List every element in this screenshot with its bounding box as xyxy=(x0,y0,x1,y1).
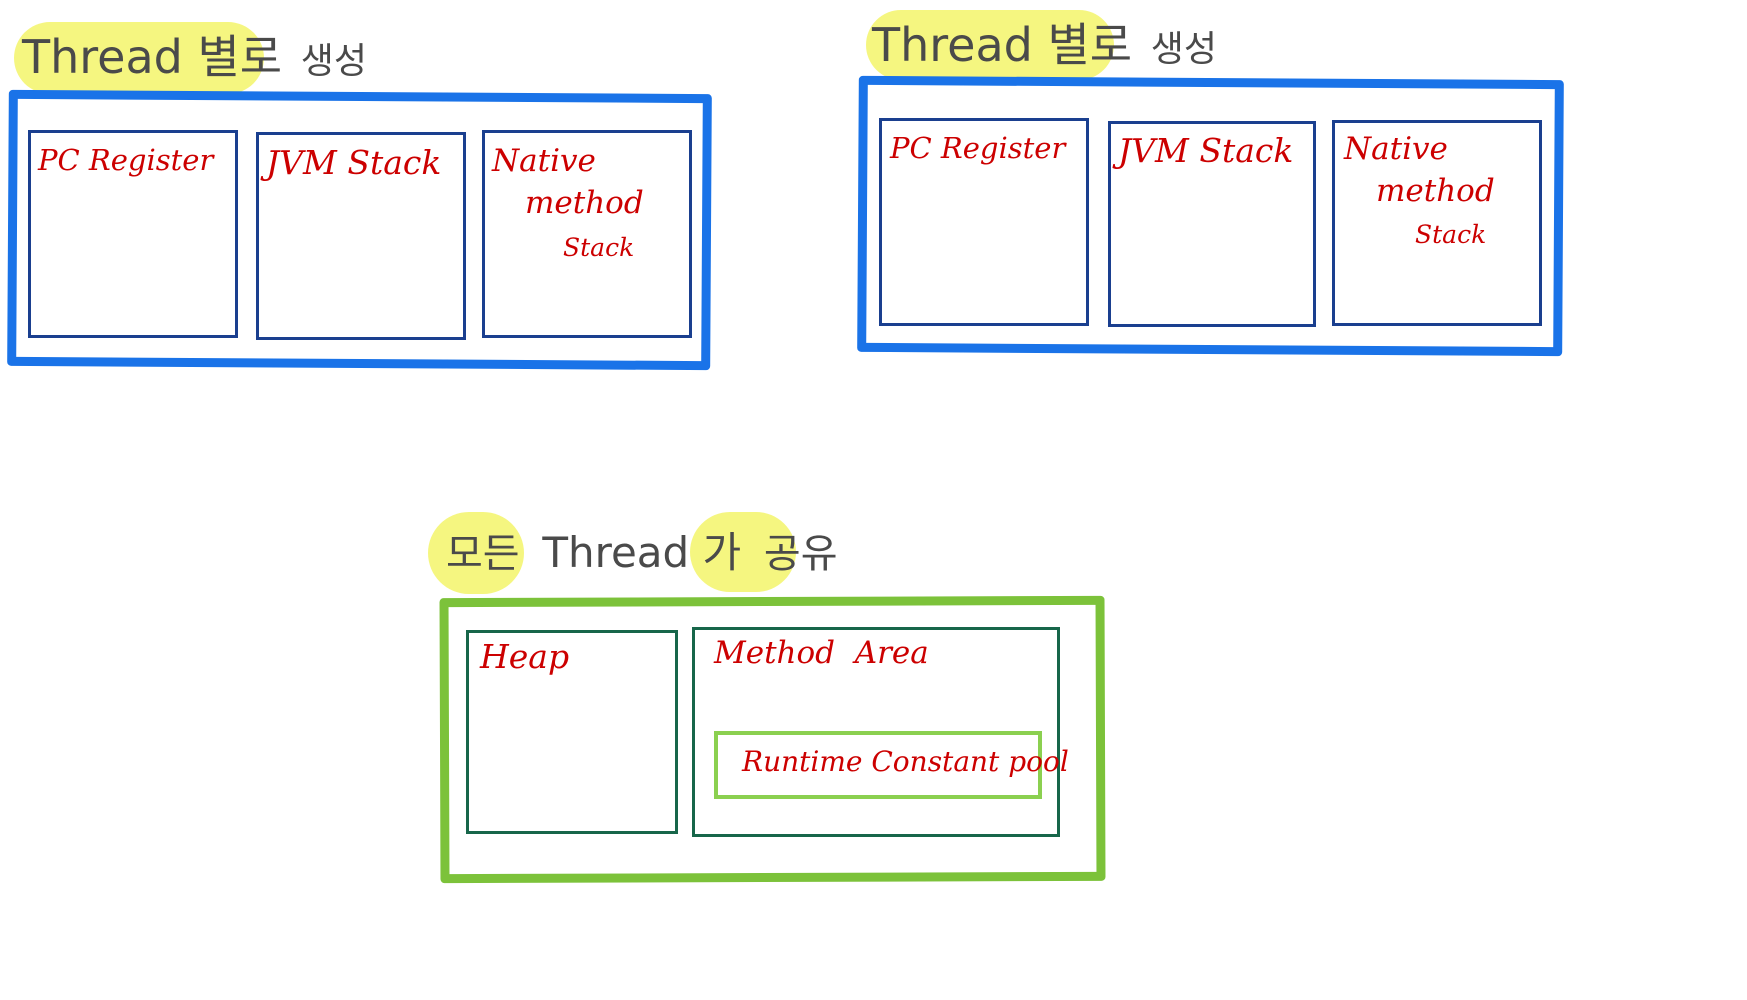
heading-part2: Thread 가 xyxy=(542,528,742,577)
native-method-stack-box xyxy=(1332,120,1542,326)
heading-part1: 모든 xyxy=(446,531,520,577)
jvm-stack-label: JVM Stack xyxy=(266,143,442,182)
jvm-stack-label: JVM Stack xyxy=(1118,131,1294,170)
native-method-stack-label-line3: Stack xyxy=(1415,220,1487,249)
thread-group-heading: Thread 별로 생성 xyxy=(872,22,1217,68)
native-method-stack-box xyxy=(482,130,692,338)
native-method-stack-label-line2: method xyxy=(525,185,644,221)
pc-register-box xyxy=(879,118,1089,326)
method-area-box xyxy=(692,627,1060,837)
heading-highlight-shared xyxy=(690,512,796,592)
runtime-constant-pool-label: Runtime Constant pool xyxy=(742,745,1069,778)
heading-main: Thread 별로 xyxy=(872,18,1133,72)
heading-part3: 공유 xyxy=(763,531,838,577)
heading-suffix: 생성 xyxy=(1150,29,1217,70)
pc-register-label: PC Register xyxy=(890,131,1066,165)
native-method-stack-label-line2: method xyxy=(1376,173,1495,209)
heading-highlight-all xyxy=(428,512,524,594)
heading-suffix: 생성 xyxy=(300,41,367,82)
heading-highlight xyxy=(866,10,1114,80)
heap-label: Heap xyxy=(480,637,570,676)
thread-group-heading: Thread 별로 생성 xyxy=(22,34,367,80)
heading-main: Thread 별로 xyxy=(22,30,283,84)
pc-register-label: PC Register xyxy=(38,143,214,177)
native-method-stack-label-line3: Stack xyxy=(563,233,635,262)
method-area-label: Method Area xyxy=(714,635,929,671)
heading-highlight xyxy=(14,22,264,94)
heap-box xyxy=(466,630,678,834)
native-method-stack-label-line1: Native xyxy=(1344,131,1448,167)
jvm-stack-box xyxy=(256,132,466,340)
native-method-stack-label-line1: Native xyxy=(492,143,596,179)
jvm-stack-box xyxy=(1108,121,1316,327)
pc-register-box xyxy=(28,130,238,338)
runtime-constant-pool-box xyxy=(714,731,1042,799)
shared-heading: 모든 Thread 가 공유 xyxy=(446,531,838,577)
